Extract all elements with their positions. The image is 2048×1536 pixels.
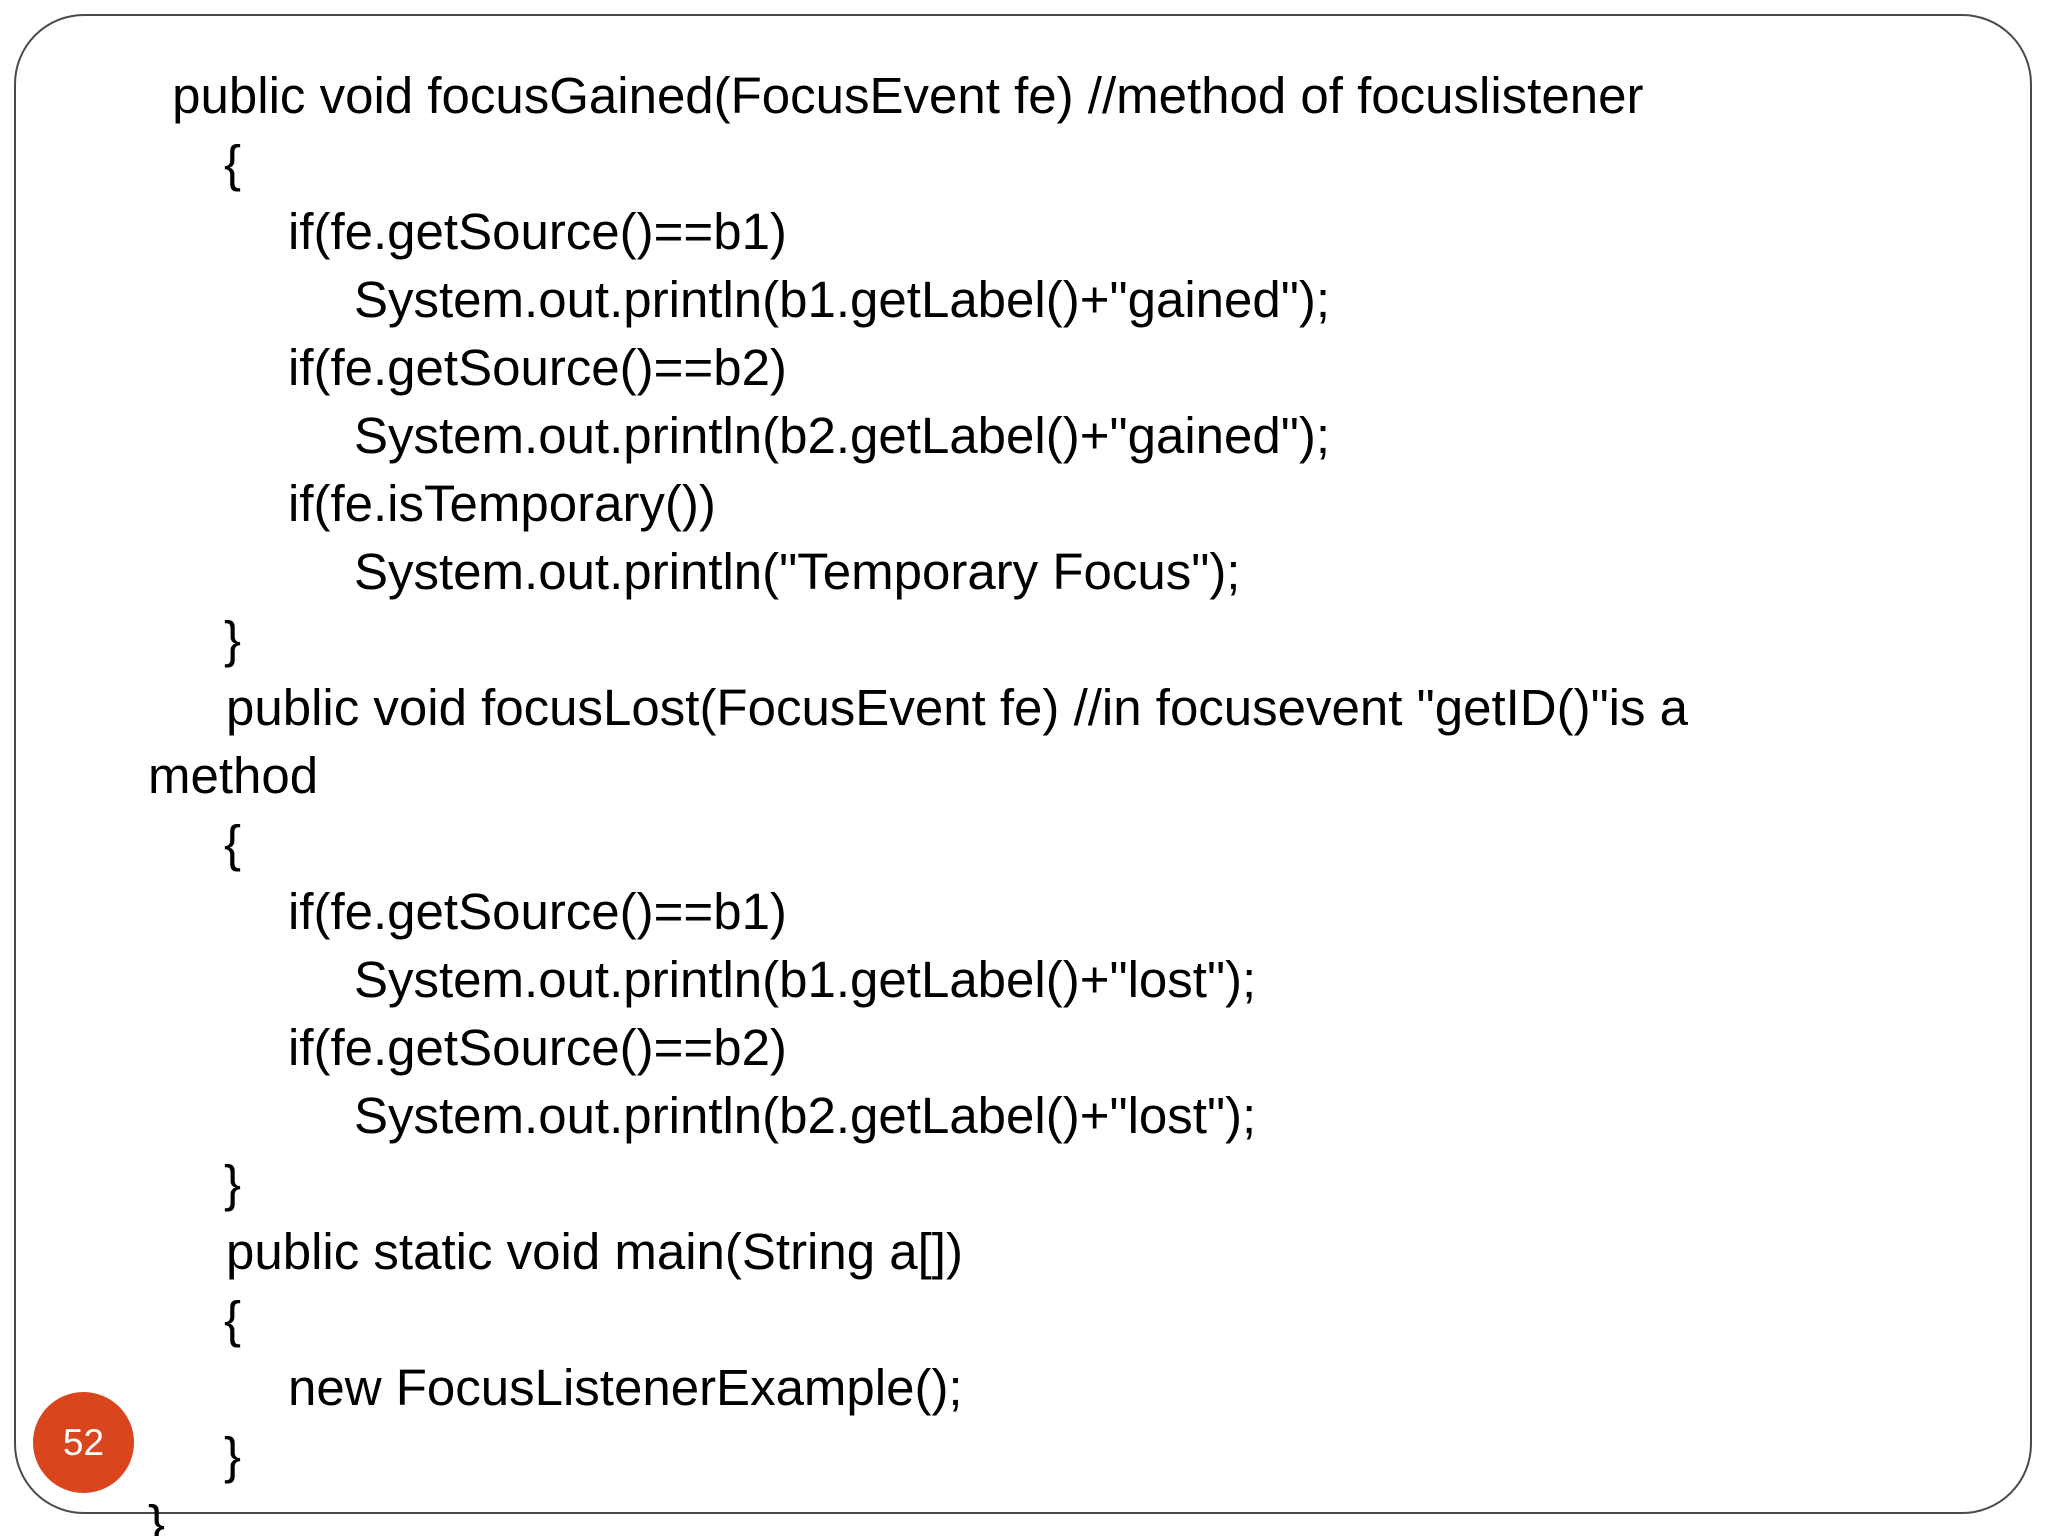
- code-line-14: System.out.println(b1.getLabel()+"lost")…: [354, 951, 1257, 1008]
- code-line-4: System.out.println(b1.getLabel()+"gained…: [354, 271, 1330, 328]
- code-line-9: }: [224, 611, 242, 668]
- code-line-11: method: [148, 747, 319, 804]
- slide-frame: [14, 14, 2032, 1514]
- code-line-21: }: [224, 1427, 242, 1484]
- code-line-10: public void focusLost(FocusEvent fe) //i…: [226, 679, 1689, 736]
- code-line-8: System.out.println("Temporary Focus");: [354, 543, 1241, 600]
- code-line-5: if(fe.getSource()==b2): [288, 339, 787, 396]
- code-line-16: System.out.println(b2.getLabel()+"lost")…: [354, 1087, 1257, 1144]
- code-line-13: if(fe.getSource()==b1): [288, 883, 787, 940]
- code-line-20: new FocusListenerExample();: [288, 1359, 963, 1416]
- slide-number-badge: 52: [33, 1392, 134, 1493]
- code-line-12: {: [224, 815, 242, 872]
- code-line-15: if(fe.getSource()==b2): [288, 1019, 787, 1076]
- code-line-7: if(fe.isTemporary()): [288, 475, 716, 532]
- code-line-19: {: [224, 1291, 242, 1348]
- code-line-22: }: [148, 1495, 166, 1536]
- code-line-3: if(fe.getSource()==b1): [288, 203, 787, 260]
- code-line-17: }: [224, 1155, 242, 1212]
- code-line-2: {: [224, 135, 242, 192]
- code-line-18: public static void main(String a[]): [226, 1223, 963, 1280]
- code-line-6: System.out.println(b2.getLabel()+"gained…: [354, 407, 1330, 464]
- code-line-1: public void focusGained(FocusEvent fe) /…: [158, 67, 1644, 124]
